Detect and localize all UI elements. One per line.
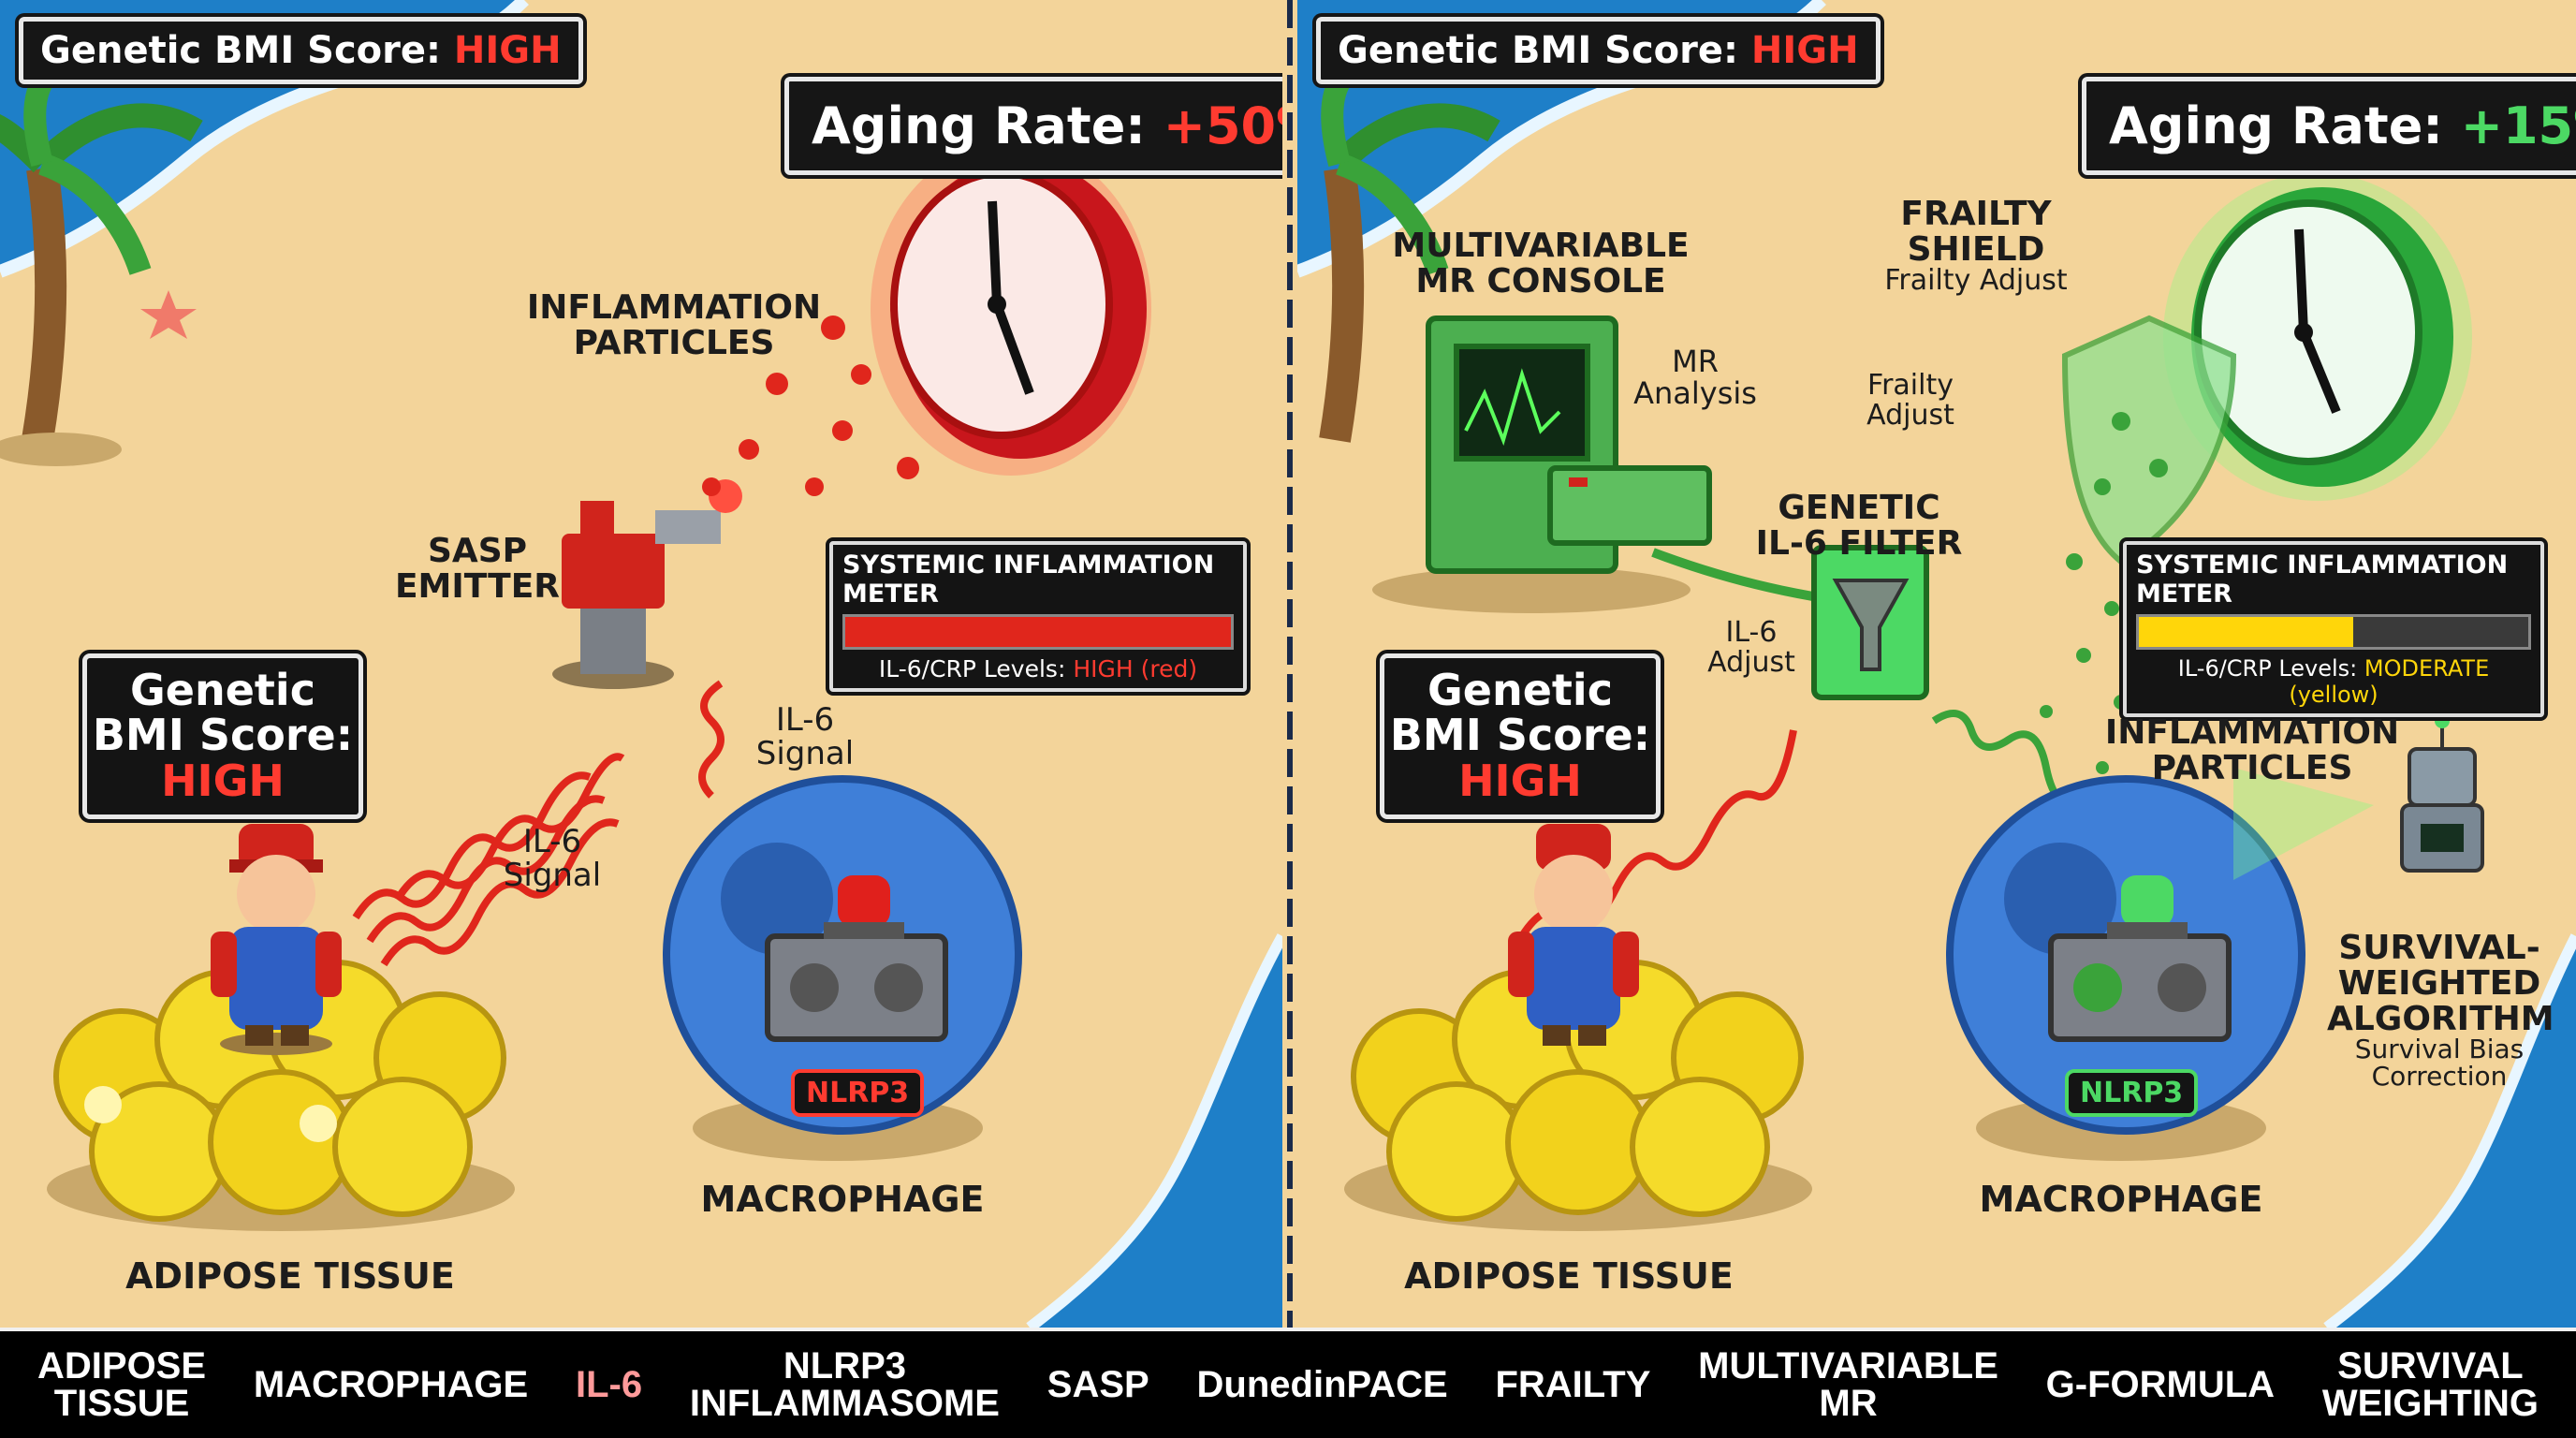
meter-levels-label: IL-6/CRP Levels: bbox=[2177, 655, 2364, 682]
character-plumber bbox=[211, 824, 342, 1055]
macrophage-cell-right bbox=[1946, 775, 2305, 1161]
legend-bar: ADIPOSE TISSUE MACROPHAGE IL-6 NLRP3 INF… bbox=[0, 1328, 2576, 1438]
inflammation-particles-label: INFLAMMATION PARTICLES bbox=[526, 288, 822, 362]
sasp-emitter-turret bbox=[552, 479, 742, 689]
systemic-inflammation-meter: SYSTEMIC INFLAMMATION METER IL-6/CRP Lev… bbox=[829, 541, 1247, 692]
legend-survival-weighting: SURVIVAL WEIGHTING bbox=[2321, 1345, 2539, 1424]
palm-tree bbox=[0, 51, 203, 466]
genetic-il6-filter-label: GENETIC IL-6 FILTER bbox=[1755, 489, 1963, 563]
right-scene-art bbox=[1297, 0, 2576, 1328]
left-scene-art bbox=[0, 0, 1282, 1328]
panel-divider bbox=[1282, 0, 1297, 1328]
mr-console-label: MULTIVARIABLE MR CONSOLE bbox=[1392, 227, 1690, 301]
inflammation-particles-label-right: INFLAMMATION PARTICLES bbox=[2104, 713, 2400, 787]
bmi-banner-value: HIGH bbox=[453, 29, 562, 72]
green-aging-clock bbox=[2163, 173, 2472, 501]
macrophage-label: MACROPHAGE bbox=[700, 1179, 985, 1220]
genetic-bmi-banner-right: Genetic BMI Score: HIGH bbox=[1316, 17, 1881, 84]
legend-sasp: SASP bbox=[1046, 1364, 1149, 1405]
frailty-adjust-sub-label: Frailty Adjust bbox=[1884, 264, 2068, 297]
genetic-bmi-banner: Genetic BMI Score: HIGH bbox=[19, 17, 583, 84]
meter-title: SYSTEMIC INFLAMMATION METER bbox=[842, 550, 1215, 609]
il6-signal-label-upper: IL-6 Signal bbox=[755, 701, 855, 772]
legend-adipose-tissue: ADIPOSE TISSUE bbox=[37, 1345, 207, 1424]
aging-rate-display: Aging Rate: +50% bbox=[784, 77, 1282, 175]
mr-analysis-label: MR Analysis bbox=[1633, 344, 1757, 411]
character-plumber-right bbox=[1508, 824, 1639, 1046]
legend-multivariable-mr: MULTIVARIABLE MR bbox=[1698, 1345, 1998, 1424]
genetic-il6-filter bbox=[1811, 545, 1929, 700]
systemic-inflammation-meter-right: SYSTEMIC INFLAMMATION METER IL-6/CRP Lev… bbox=[2123, 541, 2544, 717]
bubble-text: Genetic BMI Score: bbox=[92, 665, 354, 761]
meter-levels-label: IL-6/CRP Levels: bbox=[878, 655, 1074, 682]
mr-console-computer bbox=[1372, 315, 1712, 613]
survival-weighted-algorithm-label: SURVIVAL- WEIGHTED ALGORITHM bbox=[2327, 929, 2554, 1038]
il6-wave-signals bbox=[352, 680, 724, 967]
left-panel-untreated: Genetic BMI Score: HIGH Aging Rate: +50%… bbox=[0, 0, 1282, 1328]
aging-rate-value: +15% bbox=[2460, 96, 2576, 155]
adipose-tissue-cells bbox=[47, 960, 515, 1231]
bmi-banner-value: HIGH bbox=[1750, 29, 1859, 72]
macrophage-label-right: MACROPHAGE bbox=[1979, 1179, 2263, 1220]
aging-rate-label: Aging Rate: bbox=[2109, 96, 2461, 155]
survival-robot bbox=[2233, 713, 2484, 880]
meter-fill-high bbox=[845, 617, 1231, 647]
meter-levels: IL-6/CRP Levels: HIGH (red) bbox=[833, 653, 1243, 688]
frailty-shield bbox=[2061, 315, 2237, 565]
legend-g-formula: G-FORMULA bbox=[2045, 1364, 2276, 1405]
meter-levels-value: MODERATE (yellow) bbox=[2289, 655, 2490, 708]
starfish bbox=[140, 290, 197, 339]
nlrp3-badge-red: NLRP3 bbox=[791, 1069, 925, 1117]
aging-rate-value: +50% bbox=[1163, 96, 1282, 155]
bmi-banner-label: Genetic BMI Score: bbox=[1338, 29, 1751, 72]
bmi-banner-label: Genetic BMI Score: bbox=[40, 29, 454, 72]
legend-macrophage: MACROPHAGE bbox=[253, 1364, 529, 1405]
aging-rate-display-right: Aging Rate: +15% bbox=[2082, 77, 2576, 175]
sasp-emitter-label: SASP EMITTER bbox=[394, 532, 561, 606]
ocean-water-bottom bbox=[1030, 936, 1282, 1328]
adipose-tissue-label-right: ADIPOSE TISSUE bbox=[1404, 1255, 1734, 1297]
meter-bar bbox=[842, 614, 1234, 650]
bubble-text: Genetic BMI Score: bbox=[1389, 665, 1651, 761]
genetic-bmi-bubble-right: Genetic BMI Score: HIGH bbox=[1380, 653, 1661, 819]
frailty-adjust-label: Frailty Adjust bbox=[1866, 369, 1954, 432]
survival-bias-correction-label: Survival Bias Correction bbox=[2354, 1034, 2525, 1093]
legend-dunedinpace: DunedinPACE bbox=[1196, 1364, 1448, 1405]
adipose-tissue-label: ADIPOSE TISSUE bbox=[125, 1255, 455, 1297]
meter-title: SYSTEMIC INFLAMMATION METER bbox=[2136, 550, 2509, 609]
right-panel-corrected: Genetic BMI Score: HIGH Aging Rate: +15%… bbox=[1297, 0, 2576, 1328]
frailty-shield-label: FRAILTY SHIELD bbox=[1900, 195, 2052, 269]
meter-bar bbox=[2136, 614, 2531, 650]
bubble-value: HIGH bbox=[161, 755, 285, 806]
il6-signal-label-lower: IL-6 Signal bbox=[503, 823, 602, 894]
red-aging-clock bbox=[871, 142, 1151, 476]
legend-nlrp3-inflammasome: NLRP3 INFLAMMASOME bbox=[689, 1345, 1000, 1424]
meter-levels: IL-6/CRP Levels: MODERATE (yellow) bbox=[2127, 653, 2540, 713]
legend-frailty: FRAILTY bbox=[1495, 1364, 1651, 1405]
meter-fill-moderate bbox=[2139, 617, 2353, 647]
il6-adjust-label: IL-6 Adjust bbox=[1707, 616, 1795, 679]
aging-rate-label: Aging Rate: bbox=[812, 96, 1164, 155]
bubble-value: HIGH bbox=[1458, 755, 1582, 806]
legend-il6: IL-6 bbox=[575, 1364, 643, 1405]
nlrp3-badge-green: NLRP3 bbox=[2065, 1069, 2199, 1117]
meter-levels-value: HIGH (red) bbox=[1073, 655, 1198, 682]
genetic-bmi-bubble: Genetic BMI Score: HIGH bbox=[82, 653, 363, 819]
